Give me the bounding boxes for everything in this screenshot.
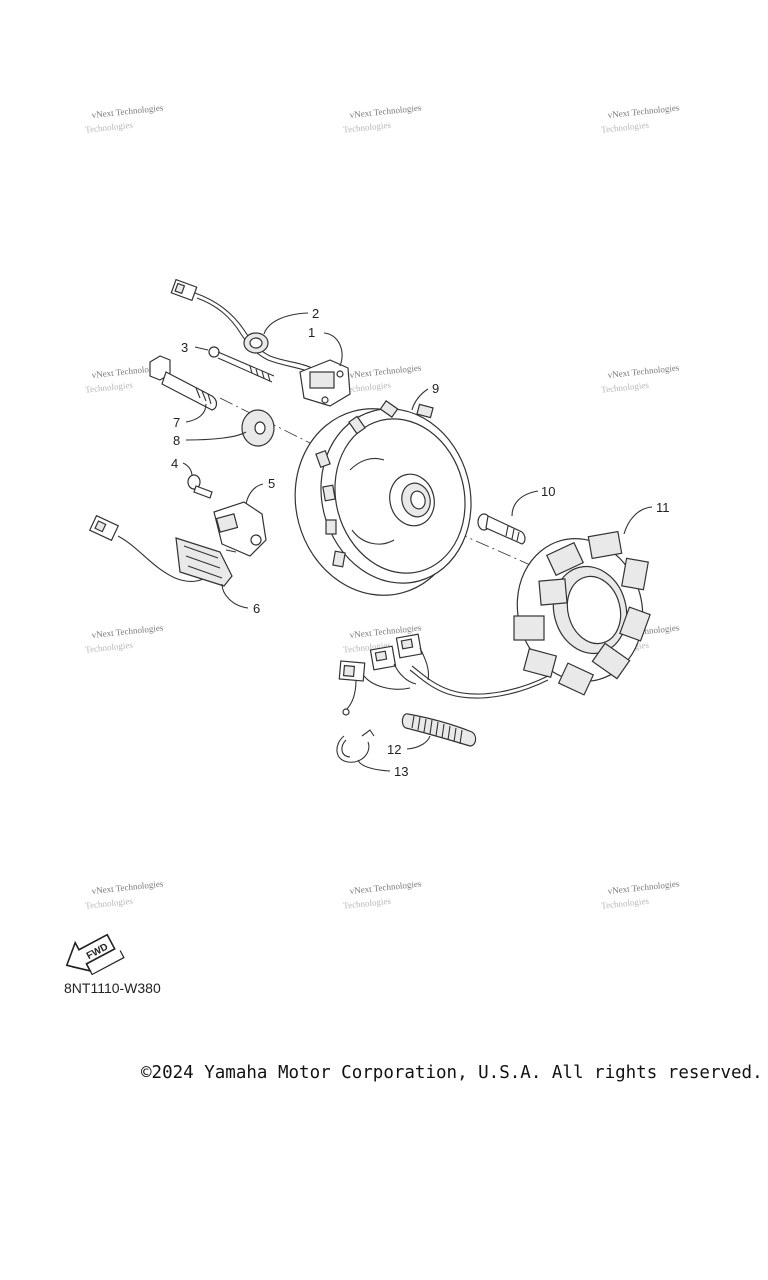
watermark: vNext Technologies Technologies bbox=[601, 878, 681, 911]
fwd-arrow-icon: FWD bbox=[65, 933, 125, 976]
sensor-lead-assembly bbox=[88, 501, 267, 587]
washer bbox=[241, 409, 275, 447]
watermark-text: vNext Technologies bbox=[607, 362, 680, 380]
watermark-text: vNext Technologies bbox=[91, 878, 164, 896]
watermark-text: vNext Technologies bbox=[349, 362, 422, 380]
callout-4: 4 bbox=[171, 456, 178, 471]
callout-7: 7 bbox=[173, 415, 180, 430]
watermark-echo: Technologies bbox=[343, 896, 392, 911]
clamp bbox=[336, 729, 375, 763]
watermark: vNext Technologies Technologies bbox=[601, 102, 681, 135]
watermark-echo: Technologies bbox=[85, 380, 134, 395]
callout-13: 13 bbox=[394, 764, 408, 779]
watermark-text: vNext Technologies bbox=[349, 102, 422, 120]
watermark-text: vNext Technologies bbox=[91, 622, 164, 640]
pickup-coil-lead-assembly bbox=[170, 278, 351, 407]
watermark: vNext Technologies Technologies bbox=[85, 622, 165, 655]
callout-12: 12 bbox=[387, 742, 401, 757]
watermark: vNext Technologies Technologies bbox=[85, 878, 165, 911]
callout-9: 9 bbox=[432, 381, 439, 396]
watermark-text: vNext Technologies bbox=[607, 878, 680, 896]
screw bbox=[187, 474, 213, 499]
callout-6: 6 bbox=[253, 601, 260, 616]
watermark: vNext Technologies Technologies bbox=[601, 362, 681, 395]
callout-labels: 2 1 3 7 8 4 5 6 9 10 11 12 13 bbox=[171, 306, 670, 779]
watermark-echo: Technologies bbox=[85, 120, 134, 135]
callout-3: 3 bbox=[181, 340, 188, 355]
watermark-echo: Technologies bbox=[601, 120, 650, 135]
callout-2: 2 bbox=[312, 306, 319, 321]
stator-bolt bbox=[477, 513, 526, 545]
watermark: vNext Technologies Technologies bbox=[343, 878, 423, 911]
watermark: vNext Technologies Technologies bbox=[85, 102, 165, 135]
watermark-echo: Technologies bbox=[601, 896, 650, 911]
callout-10: 10 bbox=[541, 484, 555, 499]
callout-11: 11 bbox=[656, 500, 670, 515]
callout-8: 8 bbox=[173, 433, 180, 448]
protector-tube bbox=[401, 713, 477, 747]
watermark-echo: Technologies bbox=[85, 896, 134, 911]
copyright-notice: ©2024 Yamaha Motor Corporation, U.S.A. A… bbox=[141, 1063, 763, 1083]
callout-1: 1 bbox=[308, 325, 315, 340]
watermark-echo: Technologies bbox=[85, 640, 134, 655]
watermark: vNext Technologies Technologies bbox=[343, 102, 423, 135]
watermark-text: vNext Technologies bbox=[607, 102, 680, 120]
leader-lines bbox=[182, 312, 653, 772]
rotor-flywheel bbox=[294, 400, 472, 596]
stator bbox=[513, 530, 651, 696]
diagram-part-code: 8NT1110-W380 bbox=[64, 980, 161, 996]
watermark: vNext Technologies Technologies bbox=[343, 362, 423, 394]
watermark-echo: Technologies bbox=[343, 120, 392, 135]
stator-wire-harness bbox=[338, 633, 549, 716]
callout-5: 5 bbox=[268, 476, 275, 491]
watermark-text: vNext Technologies bbox=[349, 878, 422, 896]
watermark-text: vNext Technologies bbox=[91, 102, 164, 120]
watermark-echo: Technologies bbox=[601, 380, 650, 395]
flange-bolt bbox=[149, 355, 218, 411]
